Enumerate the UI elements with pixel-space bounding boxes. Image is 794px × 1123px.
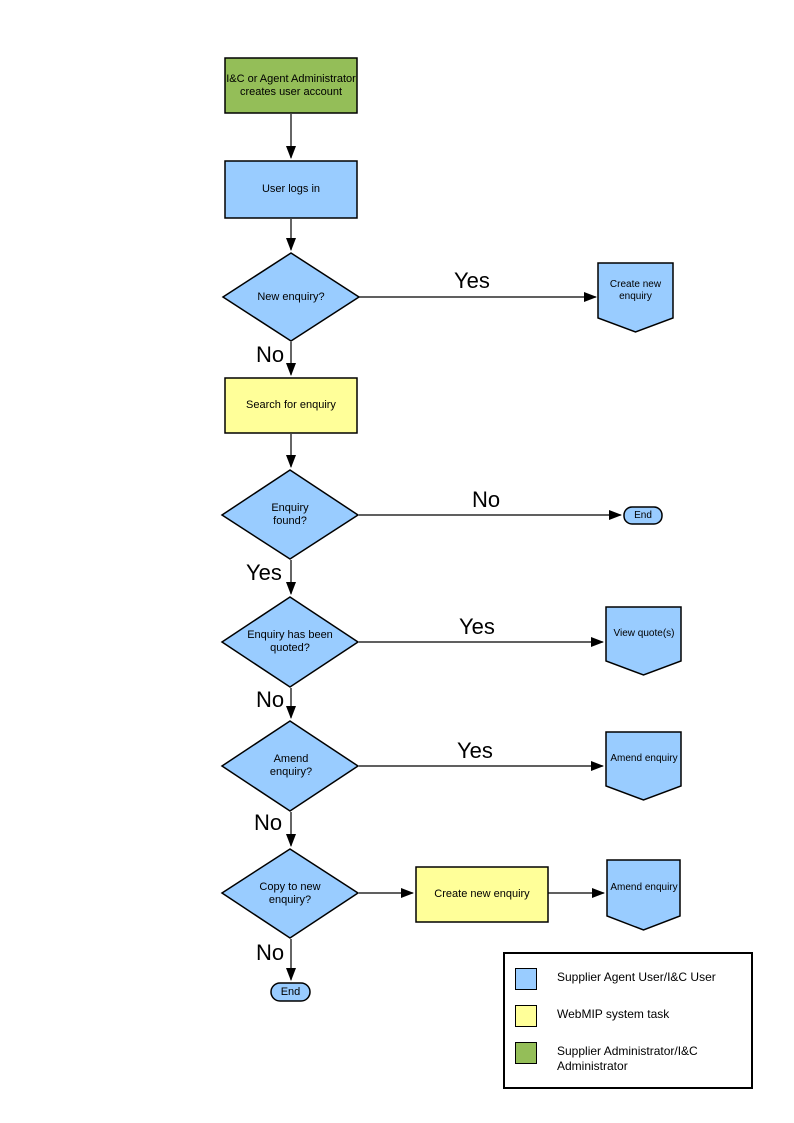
legend-item-admin: Supplier Administrator/I&C Administrator [515,1042,751,1074]
terminator-end-not-found-label: End [634,509,652,521]
offpage-amend-enquiry-shape [605,731,682,801]
edge-label-found-no: No [472,487,501,512]
edge-label-quoted-yes: Yes [459,614,495,639]
decision-enquiry-found-label: Enquiry found? [271,501,309,527]
terminator-end-final-label: End [280,985,301,998]
decision-enquiry-quoted-shape [220,596,360,688]
legend-label-user: Supplier Agent User/I&C User [557,970,716,984]
offpage-amend-enquiry-label: Amend enquiry [610,753,678,764]
process-create-account-label: I&C or Agent Administrator creates user … [226,72,356,98]
decision-enquiry-found-shape [220,469,360,560]
offpage-amend-enquiry-copy-shape [606,859,681,931]
terminator-end-not-found-shape [623,506,663,525]
decision-amend-enquiry-shape [220,720,360,812]
legend-box: Supplier Agent User/I&C User WebMIP syst… [503,952,753,1089]
edge-label-quoted-no: No [256,687,285,712]
flow-arrows [286,114,622,981]
decision-copy-to-new-label: Copy to new enquiry? [259,880,321,906]
process-search-enquiry-shape [224,377,358,434]
process-user-logs-in-shape [224,160,358,219]
edge-label-new-enquiry-yes: Yes [454,268,490,293]
offpage-create-new-enquiry-shape [597,262,674,333]
terminator-end-final-shape [270,982,311,1002]
legend-label-admin: Supplier Administrator/I&C Administrator [557,1044,698,1073]
legend-swatch-user [515,968,537,990]
process-create-new-enquiry-label: Create new enquiry [434,888,530,900]
offpage-view-quotes-label: View quote(s) [613,628,675,639]
edge-label-amend-yes: Yes [457,738,493,763]
decision-amend-enquiry-label: Amend enquiry? [269,753,313,778]
process-create-account-shape [224,57,358,114]
process-search-enquiry-label: Search for enquiry [246,399,336,411]
edge-label-copy-no: No [256,940,285,965]
legend-label-system: WebMIP system task [557,1007,670,1021]
edge-label-new-enquiry-no: No [256,342,285,367]
edge-label-found-yes: Yes [246,560,282,585]
legend-swatch-system [515,1005,537,1027]
process-user-logs-in-label: User logs in [261,183,321,195]
process-create-new-enquiry-shape [415,866,549,923]
legend-item-user: Supplier Agent User/I&C User [515,968,751,990]
decision-new-enquiry-shape [221,252,361,342]
offpage-view-quotes-shape [605,606,682,676]
decision-enquiry-quoted-label: Enquiry has been quoted? [247,629,333,654]
offpage-amend-enquiry-copy-label: Amend enquiry [610,882,678,893]
decision-copy-to-new-shape [220,848,360,939]
legend-item-system: WebMIP system task [515,1005,751,1027]
legend-swatch-admin [515,1042,537,1064]
edge-label-amend-no: No [254,810,283,835]
offpage-create-new-enquiry-label: Create new enquiry [609,278,662,302]
decision-new-enquiry-label: New enquiry? [257,290,325,303]
